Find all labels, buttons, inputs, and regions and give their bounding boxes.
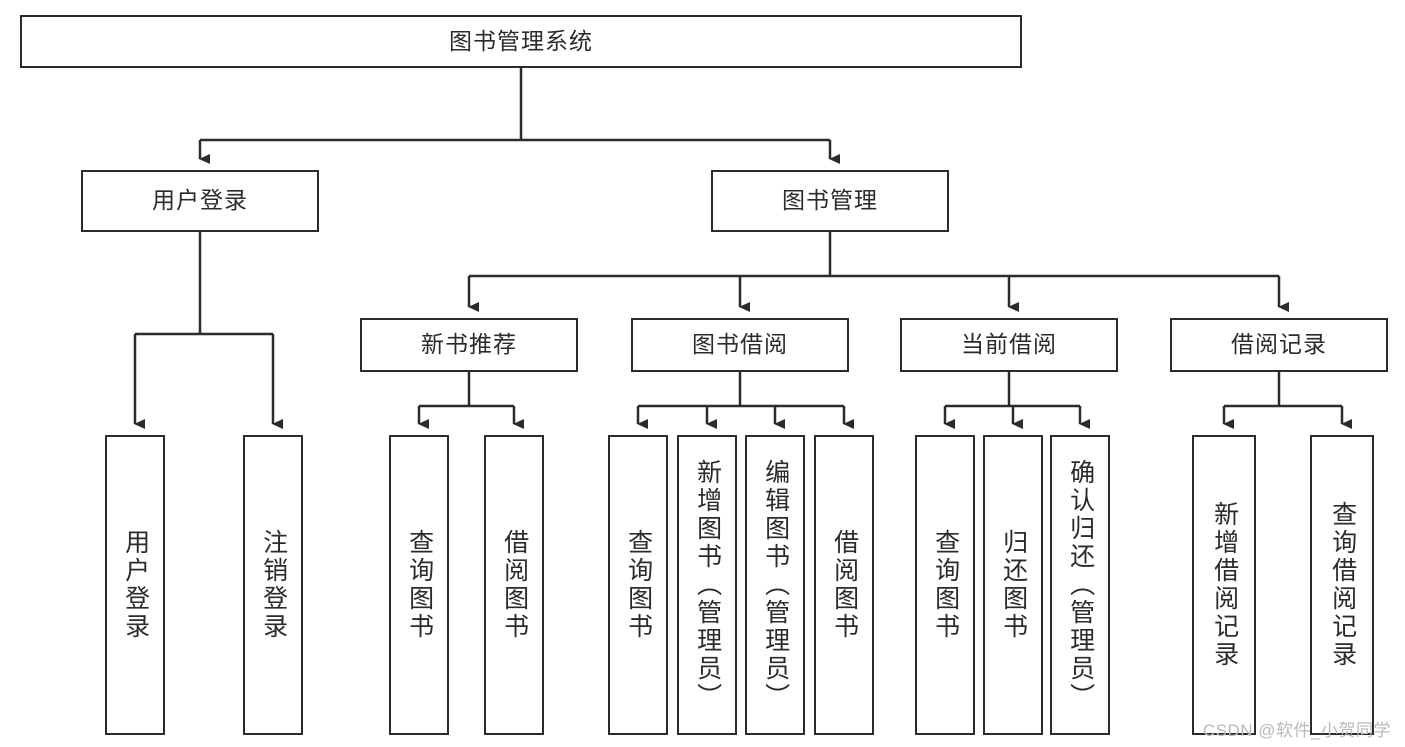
- node-leaf-cb-query[interactable]: 查询图书: [915, 435, 975, 735]
- node-leaf-rec-query[interactable]: 查询图书: [389, 435, 449, 735]
- node-new-book-rec[interactable]: 新书推荐: [360, 318, 578, 372]
- node-label: 新增图书（管理员）: [693, 459, 722, 711]
- node-label: 查询图书: [624, 529, 653, 641]
- node-label: 查询图书: [405, 529, 434, 641]
- connector-layer: [133, 68, 1352, 429]
- node-label: 借阅图书: [500, 529, 529, 641]
- node-user-login[interactable]: 用户登录: [81, 170, 319, 232]
- node-label: 注销登录: [259, 529, 288, 641]
- node-leaf-bb-edit[interactable]: 编辑图书（管理员）: [745, 435, 805, 735]
- node-leaf-user-login[interactable]: 用户登录: [105, 435, 165, 735]
- node-label: 用户登录: [121, 529, 150, 641]
- node-leaf-bb-add[interactable]: 新增图书（管理员）: [677, 435, 737, 735]
- node-leaf-cb-confirm[interactable]: 确认归还（管理员）: [1050, 435, 1110, 735]
- node-label: 查询图书: [931, 529, 960, 641]
- node-label: 当前借阅: [961, 331, 1057, 358]
- node-label: 新书推荐: [421, 331, 517, 358]
- node-label: 编辑图书（管理员）: [761, 459, 790, 711]
- node-borrow-record[interactable]: 借阅记录: [1170, 318, 1388, 372]
- node-label: 新增借阅记录: [1210, 501, 1239, 669]
- node-leaf-user-logout[interactable]: 注销登录: [243, 435, 303, 735]
- node-label: 借阅记录: [1231, 331, 1327, 358]
- node-label: 图书管理: [782, 187, 878, 214]
- node-book-borrow[interactable]: 图书借阅: [631, 318, 849, 372]
- node-book-manage[interactable]: 图书管理: [711, 170, 949, 232]
- node-leaf-br-add[interactable]: 新增借阅记录: [1192, 435, 1256, 735]
- node-root[interactable]: 图书管理系统: [20, 15, 1022, 68]
- node-label: 确认归还（管理员）: [1066, 459, 1095, 711]
- node-label: 借阅图书: [830, 529, 859, 641]
- node-leaf-br-query[interactable]: 查询借阅记录: [1310, 435, 1374, 735]
- node-label: 用户登录: [152, 187, 248, 214]
- node-leaf-cb-return[interactable]: 归还图书: [983, 435, 1043, 735]
- node-label: 归还图书: [999, 529, 1028, 641]
- node-label: 图书管理系统: [449, 27, 593, 54]
- node-label: 图书借阅: [692, 331, 788, 358]
- node-leaf-bb-query[interactable]: 查询图书: [608, 435, 668, 735]
- node-label: 查询借阅记录: [1328, 501, 1357, 669]
- node-leaf-bb-borrow[interactable]: 借阅图书: [814, 435, 874, 735]
- node-current-borrow[interactable]: 当前借阅: [900, 318, 1118, 372]
- node-leaf-rec-borrow[interactable]: 借阅图书: [484, 435, 544, 735]
